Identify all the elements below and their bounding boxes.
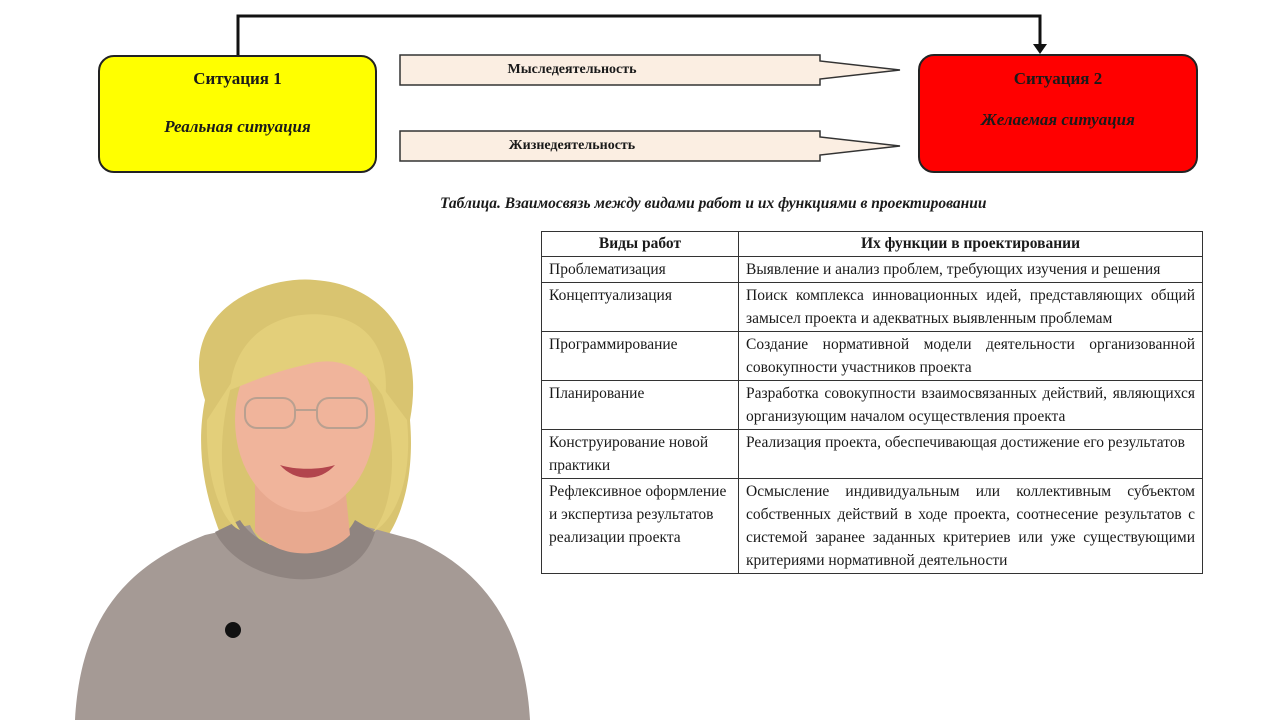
arrow-bottom-label: Жизнедеятельность xyxy=(508,138,636,153)
situation-2-box: Ситуация 2 Желаемая ситуация xyxy=(918,54,1198,173)
process-arrows xyxy=(399,54,901,162)
header-functions: Их функции в проектировании xyxy=(738,231,1203,257)
table-header-row: Виды работ Их функции в проектировании xyxy=(541,231,1203,257)
table-row: Программирование Создание нормативной мо… xyxy=(541,331,1203,381)
header-work-types: Виды работ xyxy=(541,231,739,257)
presenter-image xyxy=(75,279,530,720)
table-caption: Таблица. Взаимосвязь между видами работ … xyxy=(440,195,987,212)
row-type: Планирование xyxy=(541,380,739,430)
situation-1-subtitle: Реальная ситуация xyxy=(164,117,311,136)
table-row: Проблематизация Выявление и анализ пробл… xyxy=(541,256,1203,283)
row-function: Поиск комплекса инновационных идей, пред… xyxy=(738,282,1203,332)
table-row: Рефлексивное оформление и экспертиза рез… xyxy=(541,478,1203,574)
row-function: Разработка совокупности взаимосвязанных … xyxy=(738,380,1203,430)
arrow-top-label: Мыследеятельность xyxy=(507,62,637,77)
row-function: Выявление и анализ проблем, требующих из… xyxy=(738,256,1203,283)
row-type: Концептуализация xyxy=(541,282,739,332)
arrow-top-shape xyxy=(399,54,901,86)
table-row: Концептуализация Поиск комплекса инновац… xyxy=(541,282,1203,332)
row-function: Реализация проекта, обеспечивающая дости… xyxy=(738,429,1203,479)
situation-1-title: Ситуация 1 xyxy=(193,69,282,88)
work-types-table: Виды работ Их функции в проектировании П… xyxy=(541,231,1203,574)
row-type: Программирование xyxy=(541,331,739,381)
arrow-bottom-shape xyxy=(399,130,901,162)
situation-1-box: Ситуация 1 Реальная ситуация xyxy=(98,55,377,173)
situation-2-subtitle: Желаемая ситуация xyxy=(981,110,1135,129)
row-type: Конструирование новой практики xyxy=(541,429,739,479)
connector-arrow xyxy=(236,14,1047,55)
table-row: Конструирование новой практики Реализаци… xyxy=(541,429,1203,479)
row-function: Создание нормативной модели деятельности… xyxy=(738,331,1203,381)
row-function: Осмысление индивидуальным или коллективн… xyxy=(738,478,1203,574)
row-type: Проблематизация xyxy=(541,256,739,283)
situation-2-title: Ситуация 2 xyxy=(1013,69,1103,88)
table-row: Планирование Разработка совокупности вза… xyxy=(541,380,1203,430)
row-type: Рефлексивное оформление и экспертиза рез… xyxy=(541,478,739,574)
